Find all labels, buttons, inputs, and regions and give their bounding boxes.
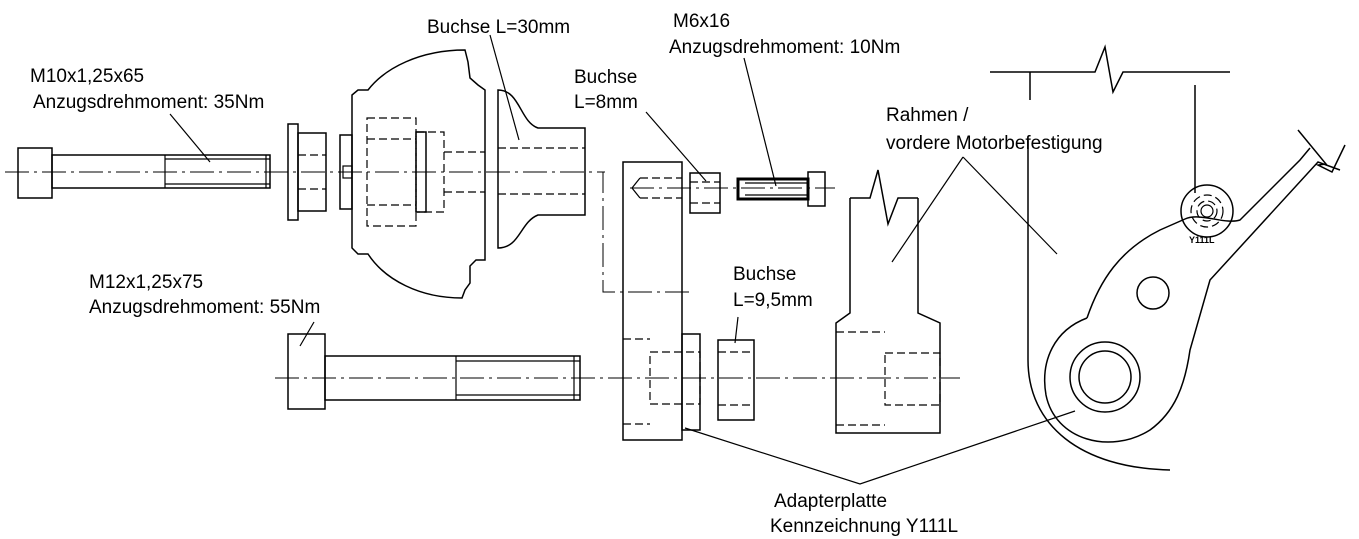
m6-torque-label: Anzugsdrehmoment: 10Nm — [669, 37, 900, 58]
bushing-8mm — [689, 172, 721, 214]
m10-size-label: M10x1,25x65 — [30, 66, 144, 87]
adapter-label-line2: Kennzeichnung Y111L — [770, 516, 958, 537]
adapter-plate — [622, 161, 701, 441]
frame-label-line2: vordere Motorbefestigung — [886, 133, 1103, 154]
m6-size-label: M6x16 — [673, 11, 730, 32]
bushing-8-length-label: L=8mm — [574, 92, 638, 113]
leader-lines — [169, 34, 1076, 485]
arm-marking-label: Y111L — [1189, 235, 1215, 245]
bushing-95-name-label: Buchse — [733, 264, 796, 285]
bushing-9-5mm — [717, 339, 755, 421]
bushing-8-name-label: Buchse — [574, 67, 637, 88]
frame-and-arm-detail — [990, 44, 1346, 471]
bushing-30-label: Buchse L=30mm — [427, 17, 570, 38]
m12-size-label: M12x1,25x75 — [89, 272, 203, 293]
centerline-offset — [600, 171, 690, 293]
m12-bolt — [287, 333, 581, 410]
engine-mount-rubber — [339, 49, 486, 299]
m10-bolt — [17, 147, 271, 199]
m12-torque-label: Anzugsdrehmoment: 55Nm — [89, 297, 320, 318]
frame-label-line1: Rahmen / — [886, 105, 969, 126]
bushing-95-length-label: L=9,5mm — [733, 290, 813, 311]
flanged-washer — [287, 123, 327, 221]
bushing-30mm — [497, 89, 586, 249]
m6-bolt — [736, 171, 826, 207]
m10-torque-label: Anzugsdrehmoment: 35Nm — [33, 92, 264, 113]
frame-front-mount — [835, 169, 941, 434]
adapter-label-line1: Adapterplatte — [774, 491, 887, 512]
